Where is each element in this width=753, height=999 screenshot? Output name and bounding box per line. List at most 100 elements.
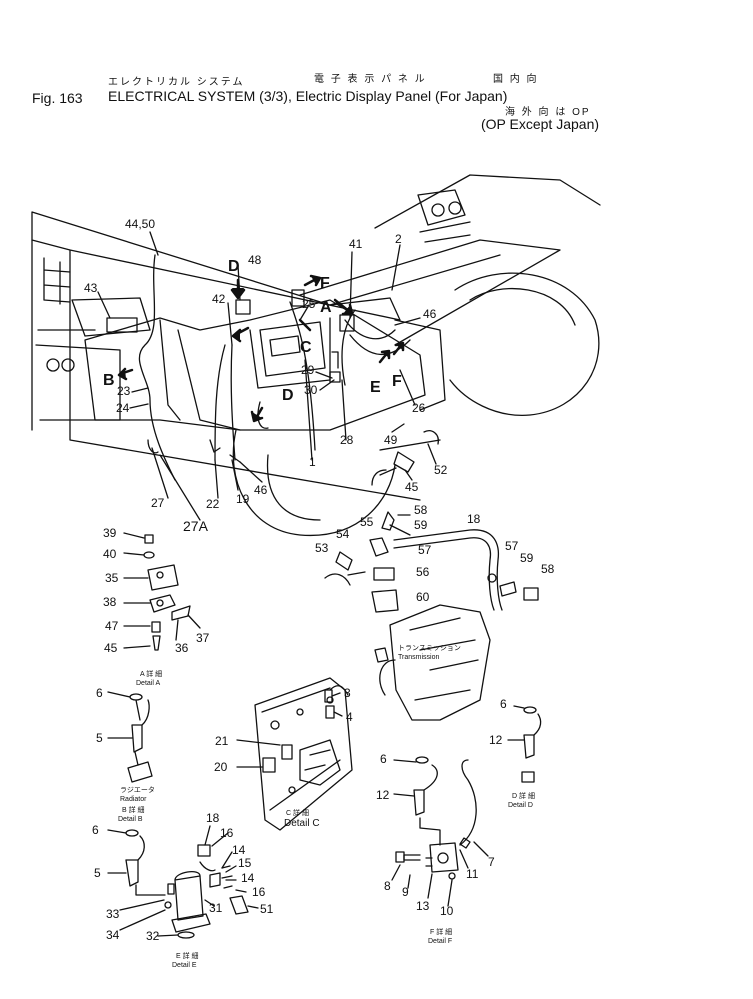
- callout-56: 56: [416, 565, 430, 579]
- callout-22: 22: [206, 497, 220, 511]
- callout-40: 40: [103, 547, 117, 561]
- callout-13: 13: [416, 899, 430, 913]
- callout-46b: 46: [254, 483, 268, 497]
- callout-59b: 59: [520, 551, 534, 565]
- callout-14b: 14: [241, 871, 255, 885]
- callout-14a: 14: [232, 843, 246, 857]
- callout-23: 23: [117, 384, 131, 398]
- callout-43: 43: [84, 281, 98, 295]
- radiator-en: Radiator: [120, 796, 147, 803]
- callout-58b: 58: [541, 562, 555, 576]
- detail-f-en: Detail F: [428, 938, 452, 945]
- callout-51: 51: [260, 902, 274, 916]
- detail-d-jp: D 詳 細: [512, 791, 535, 800]
- callout-6a: 6: [96, 686, 103, 700]
- callout-31: 31: [209, 901, 223, 915]
- callout-49: 49: [384, 433, 398, 447]
- callout-27a: 27A: [183, 518, 209, 534]
- callout-34: 34: [106, 928, 120, 942]
- callout-4: 4: [346, 710, 353, 724]
- callout-7: 7: [488, 855, 495, 869]
- detail-b-en: Detail B: [118, 816, 143, 823]
- callout-41: 41: [349, 237, 363, 251]
- view-letter-d2: D: [282, 387, 294, 404]
- callout-16b: 16: [252, 885, 266, 899]
- callout-9: 9: [402, 885, 409, 899]
- callout-3: 3: [344, 686, 351, 700]
- callout-32: 32: [146, 929, 160, 943]
- callout-5a: 5: [96, 731, 103, 745]
- callout-46: 46: [423, 307, 437, 321]
- detail-c-en: Detail C: [284, 818, 320, 829]
- view-letter-f2: F: [392, 373, 402, 390]
- callout-11: 11: [466, 867, 479, 881]
- view-letter-e: E: [370, 379, 381, 396]
- panel-japanese: 電 子 表 示 パ ネ ル: [314, 74, 427, 85]
- callout-12d: 12: [489, 733, 503, 747]
- callout-6e: 6: [92, 823, 99, 837]
- callout-27: 27: [151, 496, 165, 510]
- page-title: ELECTRICAL SYSTEM (3/3), Electric Displa…: [108, 88, 508, 104]
- callout-57b: 57: [505, 539, 519, 553]
- callout-26: 26: [412, 401, 426, 415]
- detail-e-jp: E 詳 細: [176, 951, 199, 960]
- callout-25: 25: [302, 297, 316, 311]
- callout-6f: 6: [380, 752, 387, 766]
- callout-24: 24: [116, 401, 130, 415]
- callout-44-50: 44,50: [125, 217, 155, 231]
- detail-e-en: Detail E: [172, 962, 197, 969]
- transmission-en: Transmission: [398, 654, 439, 661]
- callout-55: 55: [360, 515, 374, 529]
- callout-52: 52: [434, 463, 448, 477]
- callout-53: 53: [315, 541, 329, 555]
- callout-47: 47: [105, 619, 119, 633]
- callout-38: 38: [103, 595, 117, 609]
- overseas-japanese: 海 外 向 は OP: [505, 107, 591, 118]
- callout-45b: 45: [104, 641, 118, 655]
- detail-f-jp: F 詳 細: [430, 927, 452, 936]
- callout-36: 36: [175, 641, 189, 655]
- view-letter-c: C: [300, 339, 312, 356]
- transmission-jp: トランスミッション: [398, 644, 461, 652]
- view-letter-a: A: [320, 299, 332, 316]
- detail-a-jp: A 詳 細: [140, 669, 162, 678]
- callout-59: 59: [414, 518, 428, 532]
- callout-30: 30: [304, 383, 318, 397]
- detail-b-jp: B 詳 細: [122, 805, 145, 814]
- callout-54: 54: [336, 527, 350, 541]
- radiator-jp: ラジエータ: [120, 785, 155, 794]
- callout-60: 60: [416, 590, 430, 604]
- callout-48: 48: [248, 253, 262, 267]
- callout-35: 35: [105, 571, 119, 585]
- view-letter-b: B: [103, 372, 115, 389]
- callout-37: 37: [196, 631, 210, 645]
- callout-45: 45: [405, 480, 419, 494]
- callout-6d: 6: [500, 697, 507, 711]
- callout-29: 29: [301, 363, 315, 377]
- callout-42: 42: [212, 292, 226, 306]
- callout-28: 28: [340, 433, 354, 447]
- callout-33: 33: [106, 907, 120, 921]
- callout-57: 57: [418, 543, 432, 557]
- callout-18e: 18: [206, 811, 220, 825]
- callout-2: 2: [395, 232, 402, 246]
- callout-18: 18: [467, 512, 481, 526]
- figure-number: Fig. 163: [32, 90, 83, 106]
- page-subtitle: (OP Except Japan): [481, 116, 600, 132]
- callout-58: 58: [414, 503, 428, 517]
- view-letter-f: F: [320, 275, 330, 292]
- callout-8: 8: [384, 879, 391, 893]
- callout-1: 1: [309, 455, 316, 469]
- title-japanese: エレクトリカル システム: [108, 77, 245, 88]
- callout-15: 15: [238, 856, 252, 870]
- callout-19: 19: [236, 492, 250, 506]
- callout-16a: 16: [220, 826, 234, 840]
- callout-21: 21: [215, 734, 229, 748]
- detail-c-jp: C 詳 細: [286, 808, 309, 817]
- callout-39: 39: [103, 526, 117, 540]
- callout-20: 20: [214, 760, 228, 774]
- domestic-japanese: 国 内 向: [493, 74, 539, 85]
- detail-d-en: Detail D: [508, 802, 533, 809]
- detail-a-en: Detail A: [136, 680, 160, 687]
